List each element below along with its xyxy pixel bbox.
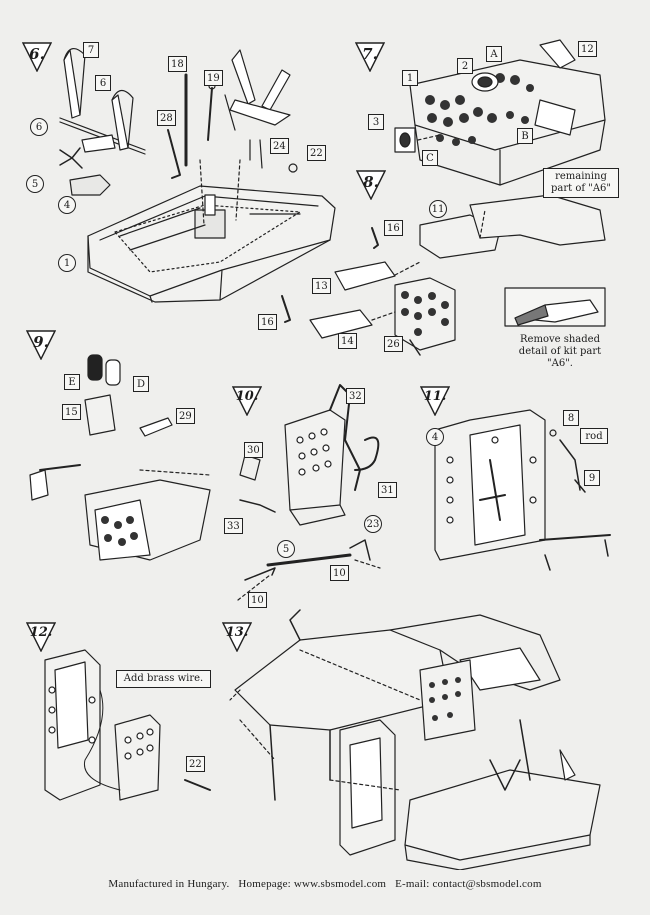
part-label: 8: [563, 410, 579, 426]
step-10-number: 10.: [235, 389, 259, 404]
part-label: 32: [346, 388, 365, 404]
remaining-part-note: remaining part of "A6": [543, 168, 619, 198]
part-label: 24: [270, 138, 289, 154]
part-label: 2: [457, 58, 473, 74]
part-label: 6: [30, 118, 48, 136]
part-label: 5: [277, 540, 295, 558]
homepage-text: Homepage: www.sbsmodel.com: [238, 878, 387, 890]
part-label: A: [486, 46, 502, 62]
part-label: 1: [58, 254, 76, 272]
part-label: 28: [157, 110, 176, 126]
part-label: C: [422, 150, 438, 166]
step10-drawing: [237, 384, 381, 601]
part-label: E: [64, 374, 80, 390]
part-label: 14: [338, 333, 357, 349]
step-12-badge: 12.: [26, 622, 56, 652]
step-9-number: 9.: [33, 333, 49, 351]
part-label: 29: [176, 408, 195, 424]
part-label: 4: [58, 196, 76, 214]
part-label: 4: [426, 428, 444, 446]
part-label: 10: [330, 565, 349, 581]
step-8-number: 8.: [363, 173, 379, 191]
part-label: 16: [384, 220, 403, 236]
part-label: 19: [204, 70, 223, 86]
step-10-badge: 10.: [232, 386, 262, 416]
step-6-number: 6.: [29, 45, 45, 63]
part-label: 5: [26, 175, 44, 193]
part-label: rod: [580, 428, 608, 444]
step-11-number: 11.: [423, 389, 447, 404]
remove-shaded-note: Remove shaded detail of kit part "A6".: [518, 334, 602, 369]
part-label: 18: [168, 56, 187, 72]
part-label: 22: [186, 756, 205, 772]
step-7-number: 7.: [362, 45, 378, 63]
assembly-drawings: [29, 39, 611, 870]
email-text: E-mail: contact@sbsmodel.com: [395, 878, 542, 890]
step-6-badge: 6.: [22, 42, 52, 72]
part-label: 11: [429, 200, 447, 218]
part-label: 13: [312, 278, 331, 294]
step-11-badge: 11.: [420, 386, 450, 416]
manufacturer-text: Manufactured in Hungary.: [108, 878, 230, 890]
part-label: 3: [368, 114, 384, 130]
step13-drawing: [229, 609, 601, 870]
step-7-badge: 7.: [355, 42, 385, 72]
part-label: 23: [364, 515, 382, 533]
part-label: 12: [578, 41, 597, 57]
part-label: 6: [95, 75, 111, 91]
part-label: 9: [584, 470, 600, 486]
step12-drawing: [44, 649, 211, 801]
part-label: 1: [402, 70, 418, 86]
step9-drawing: [29, 354, 211, 561]
part-label: D: [133, 376, 149, 392]
part-label: 26: [384, 336, 403, 352]
part-label: 7: [83, 42, 99, 58]
part-label: 15: [62, 404, 81, 420]
part-label: 30: [244, 442, 263, 458]
step7-drawing: [394, 39, 606, 186]
step6-drawing: [59, 48, 336, 303]
part-label: 33: [224, 518, 243, 534]
step8-drawing: [281, 194, 606, 356]
step-13-badge: 13.: [222, 622, 252, 652]
part-label: 22: [307, 145, 326, 161]
part-label: B: [517, 128, 533, 144]
part-label: 31: [378, 482, 397, 498]
add-brass-wire-note: Add brass wire.: [116, 670, 211, 688]
part-label: 10: [248, 592, 267, 608]
step-9-badge: 9.: [26, 330, 56, 360]
step11-drawing: [434, 409, 611, 571]
part-label: 16: [258, 314, 277, 330]
footer: Manufactured in Hungary. Homepage: www.s…: [0, 878, 650, 890]
step-12-number: 12.: [29, 625, 53, 640]
step-8-badge: 8.: [356, 170, 386, 200]
step-13-number: 13.: [225, 625, 249, 640]
